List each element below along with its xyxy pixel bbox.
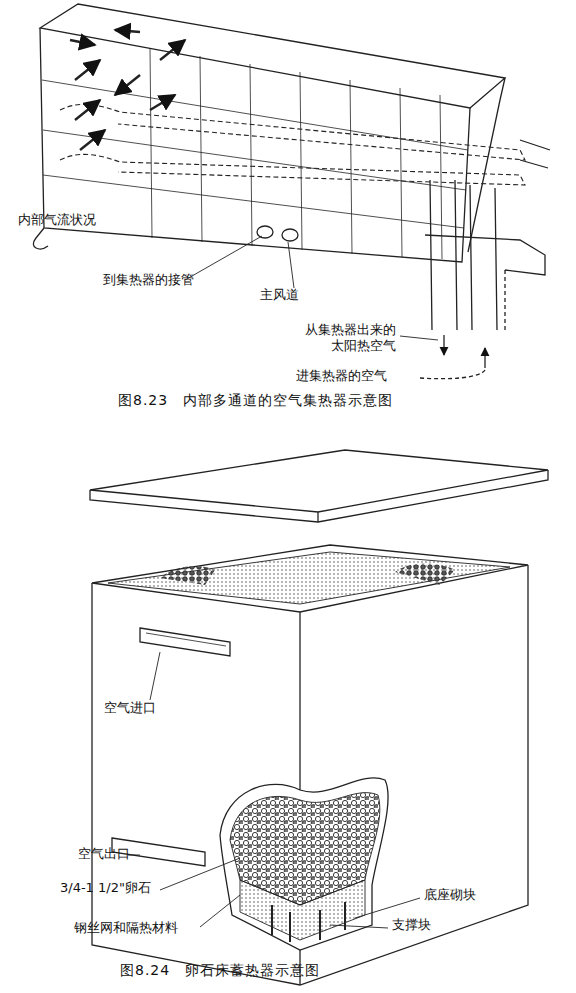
pebble-bed-storage — [90, 450, 548, 985]
part-label: 底座砌块 — [424, 887, 476, 903]
part-label: 钢丝网和隔热材料 — [74, 920, 178, 936]
air-collector — [33, 4, 550, 379]
part-label: 3/4-1 1/2"卵石 — [60, 880, 151, 896]
figure-caption: 图8.23 内部多通道的空气集热器示意图 — [118, 392, 393, 410]
part-label: 空气出口 — [78, 846, 130, 862]
part-label: 主风道 — [260, 287, 299, 303]
part-label: 支撑块 — [392, 917, 431, 933]
part-label: 内部气流状况 — [18, 212, 96, 228]
part-label: 空气进口 — [104, 700, 156, 716]
figure-caption: 图8.24 卵石床蓄热器示意图 — [120, 962, 320, 980]
part-label: 从集热器出来的 太阳热空气 — [300, 322, 396, 355]
part-label: 进集热器的空气 — [296, 368, 387, 384]
part-label: 到集热器的接管 — [103, 272, 194, 288]
